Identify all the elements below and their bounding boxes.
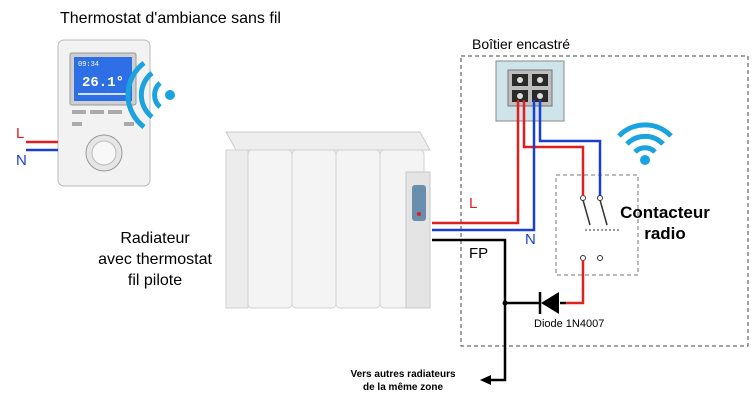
contacteur-label: Contacteur radio	[620, 203, 710, 243]
diode-label: Diode 1N4007	[534, 318, 605, 330]
radiator-l-label: L	[469, 195, 478, 212]
radiator-n-label: N	[525, 231, 536, 248]
fp-label: FP	[469, 245, 489, 262]
wifi-icon	[617, 122, 673, 165]
diagram-title: Thermostat d'ambiance sans fil	[60, 10, 281, 27]
radiator	[225, 131, 431, 309]
vers-label: Vers autres radiateurs de la même zone	[350, 369, 456, 393]
thermostat-n-label: N	[16, 152, 27, 169]
phase-wires	[432, 100, 585, 305]
pilot-wire	[432, 238, 566, 382]
thermostat-device: 09:34 26.1°	[57, 39, 151, 187]
neutral-wires	[432, 100, 602, 232]
wifi-icon	[125, 61, 175, 129]
radiator-label: Radiateur avec thermostat fil pilote	[98, 230, 212, 289]
junction-box	[495, 60, 565, 122]
thermostat-time: 09:34	[78, 61, 99, 69]
thermostat-temp: 26.1°	[82, 75, 124, 91]
enclosure-box	[460, 55, 749, 347]
diode-symbol	[538, 292, 559, 314]
arrow-icon	[480, 375, 491, 385]
thermostat-l-label: L	[16, 125, 25, 142]
boitier-label: Boîtier encastré	[472, 36, 571, 52]
